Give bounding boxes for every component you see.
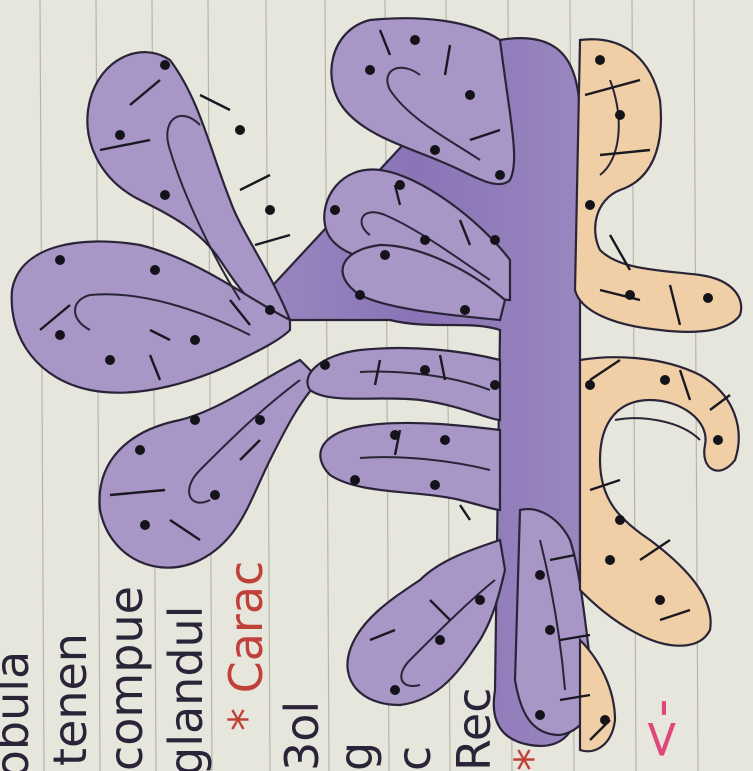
note-col2-star: * xyxy=(505,748,559,771)
note-line-5: lobula xyxy=(0,651,39,771)
note-line-4: tenen xyxy=(43,633,97,766)
note-line-3: compue xyxy=(99,586,153,771)
note-col2-line-3: g xyxy=(329,742,383,771)
pink-arrow: <- xyxy=(631,699,691,761)
note-col2-line-4: 3ol xyxy=(275,701,329,771)
note-line-2: glandul xyxy=(159,606,213,771)
note-col2-line-2: c xyxy=(387,746,441,771)
note-line-1: * Carac xyxy=(219,561,273,731)
note-col2-line-1: Rec xyxy=(447,688,501,771)
